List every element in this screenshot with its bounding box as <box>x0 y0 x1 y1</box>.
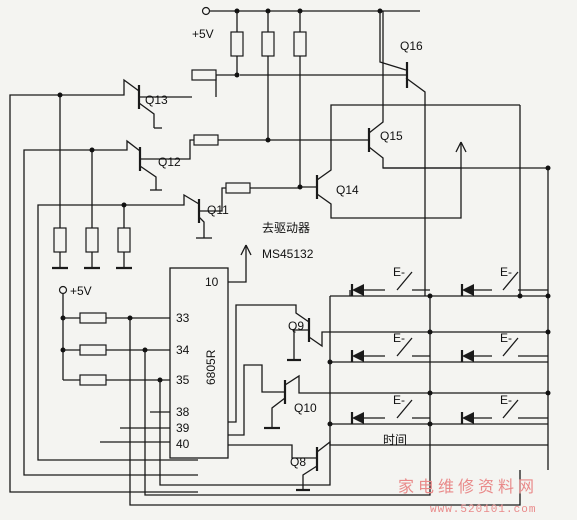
transistor-q10 <box>228 364 548 436</box>
base-resistor-q12 <box>193 134 219 146</box>
q10-label: Q10 <box>294 401 317 415</box>
svg-text:E-: E- <box>500 393 512 407</box>
pulldown-resistor-1 <box>53 227 67 253</box>
watermark-line1: 家电维修资料网 <box>398 477 538 496</box>
key-cell-2: E- <box>460 265 548 296</box>
base-resistor-q13 <box>191 69 217 81</box>
pin38-label: 38 <box>176 405 190 419</box>
pulldown-resistor-2 <box>85 227 99 253</box>
watermark: 家电维修资料网 www.520101.com <box>398 477 538 516</box>
driver-ic-label: MS45132 <box>262 247 314 261</box>
pullup-resistor-2 <box>261 31 275 57</box>
svg-text:E-: E- <box>500 265 512 279</box>
key-cell-5: E- <box>350 393 430 424</box>
svg-text:E-: E- <box>393 331 405 345</box>
pin35-pullup <box>79 374 107 386</box>
pullup-resistor-1 <box>230 31 244 57</box>
q15-label: Q15 <box>380 129 403 143</box>
key-matrix: E- E- E- E- E- <box>327 265 551 470</box>
q16-label: Q16 <box>400 39 423 53</box>
pin35-label: 35 <box>176 373 190 387</box>
transistor-q12 <box>23 134 266 476</box>
driver-label: 去驱动器 <box>262 221 310 235</box>
time-key-label: 时间 <box>383 433 407 447</box>
pin33-pullup <box>79 312 107 324</box>
pin40-label: 40 <box>176 437 190 451</box>
column-drive-lines <box>383 105 551 470</box>
pin34-label: 34 <box>176 343 190 357</box>
svg-text:E-: E- <box>393 393 405 407</box>
pin10-label: 10 <box>205 275 219 289</box>
pin33-label: 33 <box>176 311 190 325</box>
svg-text:E-: E- <box>500 331 512 345</box>
transistor-q9 <box>228 304 548 423</box>
vcc-top-terminal <box>201 6 211 16</box>
transistor-q14 <box>297 104 520 219</box>
chip-label: 6805R <box>204 349 218 385</box>
transistor-q16 <box>234 11 426 296</box>
pullup-resistor-3 <box>293 31 307 57</box>
svg-text:E-: E- <box>393 265 405 279</box>
left-resistors <box>52 92 132 270</box>
watermark-line2: www.520101.com <box>430 504 536 516</box>
key-cell-3: E- <box>350 331 430 362</box>
key-cell-1: E- <box>349 265 430 296</box>
labels: +5V +5V Q16 Q15 Q14 Q13 Q12 Q11 Q9 Q10 Q… <box>70 27 423 469</box>
pin34-pullup <box>79 344 107 356</box>
q11-label: Q11 <box>207 203 229 217</box>
key-cell-4: E- <box>460 331 548 362</box>
vcc-top-label: +5V <box>192 27 214 41</box>
q13-label: Q13 <box>145 93 168 107</box>
pin-pullups <box>58 285 521 506</box>
q12-label: Q12 <box>158 155 181 169</box>
transistor-q13 <box>9 69 237 493</box>
pin39-label: 39 <box>176 421 190 435</box>
pulldown-resistor-3 <box>117 227 131 253</box>
key-cell-6: E- <box>460 393 548 424</box>
transistor-q11 <box>37 182 298 461</box>
q8-label: Q8 <box>290 455 306 469</box>
top-supply <box>201 6 420 187</box>
chip-body <box>169 267 229 459</box>
vcc-left-label: +5V <box>70 284 92 298</box>
mcu-6805r <box>169 244 252 459</box>
q14-label: Q14 <box>336 183 359 197</box>
base-resistor-q11 <box>225 182 251 194</box>
vcc-left-terminal <box>58 285 68 295</box>
q9-label: Q9 <box>288 319 304 333</box>
